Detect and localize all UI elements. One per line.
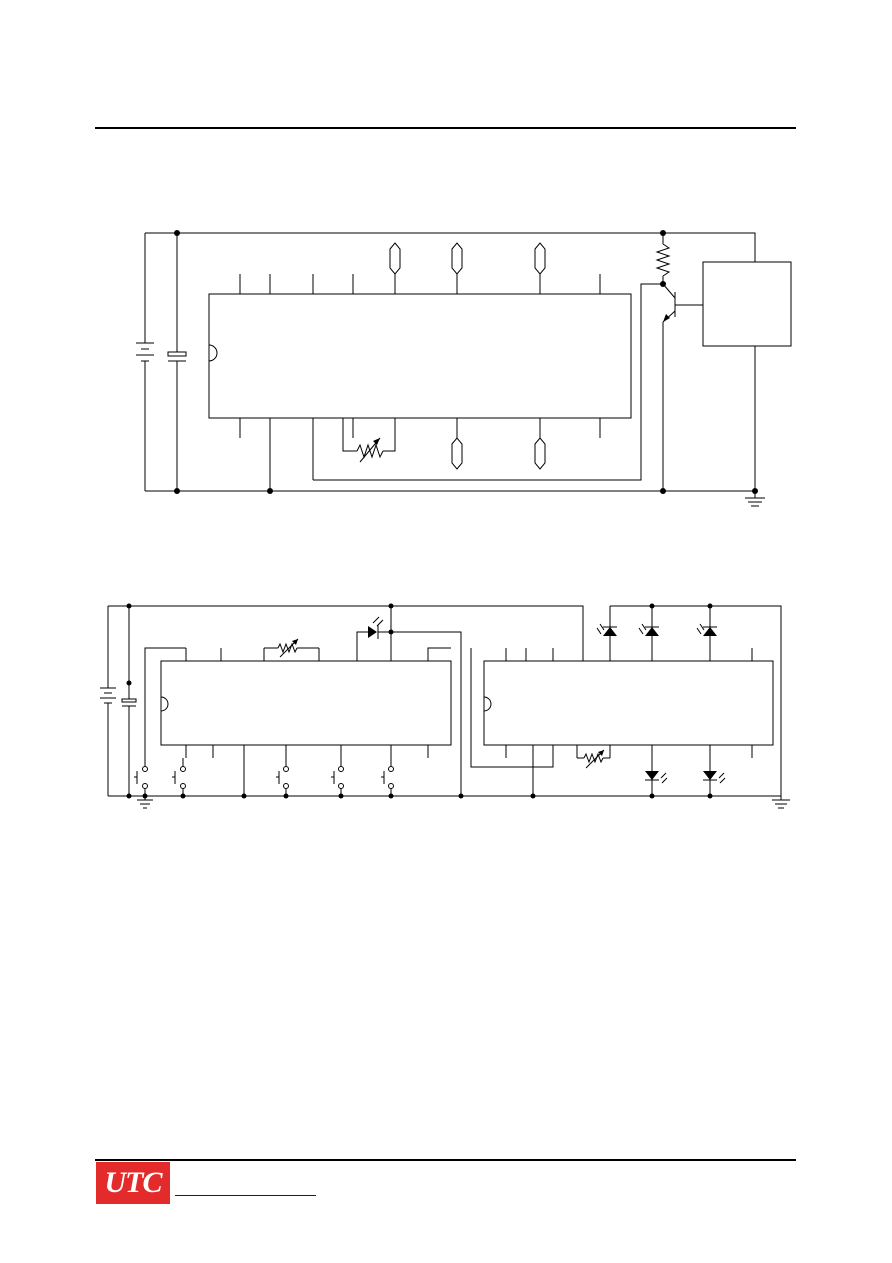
push-switch <box>172 758 186 796</box>
resistor <box>655 233 671 284</box>
connector-top <box>451 242 463 275</box>
vcc-rail <box>145 232 756 262</box>
push-switch <box>331 758 344 796</box>
ic-chip-left <box>160 648 452 796</box>
junction-dot <box>174 488 180 494</box>
push-switch <box>276 758 289 796</box>
push-switch <box>134 766 148 796</box>
utc-logo-text: UTC <box>104 1166 163 1199</box>
capacitor <box>121 606 137 796</box>
utc-logo: UTC <box>96 1162 170 1204</box>
led <box>596 606 617 648</box>
load-box <box>702 261 792 347</box>
footer-rule <box>95 1159 796 1161</box>
schematic-2 <box>100 603 790 809</box>
led <box>696 606 717 648</box>
wire-link-low <box>470 648 554 768</box>
led <box>703 758 726 796</box>
wire-link-mid <box>427 647 451 661</box>
led <box>356 606 392 648</box>
battery <box>136 233 154 491</box>
led <box>638 606 659 648</box>
wire-link-top <box>391 631 462 796</box>
connector-top <box>534 242 546 275</box>
variable-resistor <box>342 418 396 463</box>
ground-symbol <box>745 491 765 507</box>
junction-dot <box>126 793 132 799</box>
connector-bottom <box>534 437 546 470</box>
connector-top <box>389 242 401 275</box>
header-rule <box>95 127 796 129</box>
variable-resistor <box>577 749 610 769</box>
variable-resistor <box>264 638 319 658</box>
feedback-wire <box>313 283 663 481</box>
wire-pin1 <box>144 647 186 766</box>
push-switch <box>381 758 394 796</box>
website-link[interactable] <box>175 1184 316 1196</box>
transistor <box>662 283 703 491</box>
capacitor <box>167 233 187 491</box>
schematic-diagrams <box>100 230 792 809</box>
ic-chip <box>208 274 632 491</box>
led <box>645 758 668 796</box>
junction-dot <box>126 603 132 609</box>
vcc-rail <box>108 605 584 661</box>
battery <box>100 606 116 796</box>
ic-chip-right <box>483 648 774 796</box>
junction-dot <box>126 680 132 686</box>
connector-bottom <box>451 437 463 470</box>
vcc-rail-right <box>610 605 782 796</box>
ground-symbol <box>137 796 153 809</box>
junction-dot <box>174 230 180 236</box>
ground-symbol <box>772 796 790 809</box>
schematic-1 <box>136 230 792 507</box>
